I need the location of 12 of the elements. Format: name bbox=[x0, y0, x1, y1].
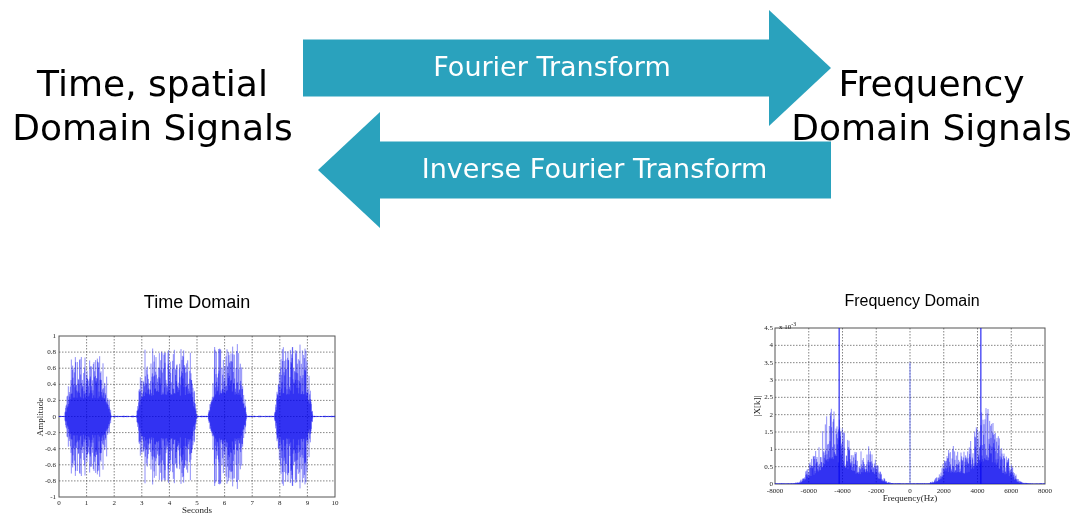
axis-title: Frequency(Hz) bbox=[882, 494, 938, 502]
axis-title: Amplitude bbox=[36, 397, 44, 436]
block-arrow bbox=[318, 112, 831, 228]
axis-title: |X[k]| bbox=[753, 395, 761, 417]
node-label: Frequency Domain Signals bbox=[788, 62, 1075, 150]
node-label: Time, spatial Domain Signals bbox=[0, 62, 305, 150]
block-arrow bbox=[303, 10, 831, 126]
axis-title: Seconds bbox=[182, 506, 212, 514]
edge-label: Inverse Fourier Transform bbox=[421, 153, 768, 184]
chart-title: Time Domain bbox=[143, 292, 251, 313]
edge-label: Fourier Transform bbox=[433, 51, 671, 82]
chart-title: Frequency Domain bbox=[844, 292, 980, 310]
